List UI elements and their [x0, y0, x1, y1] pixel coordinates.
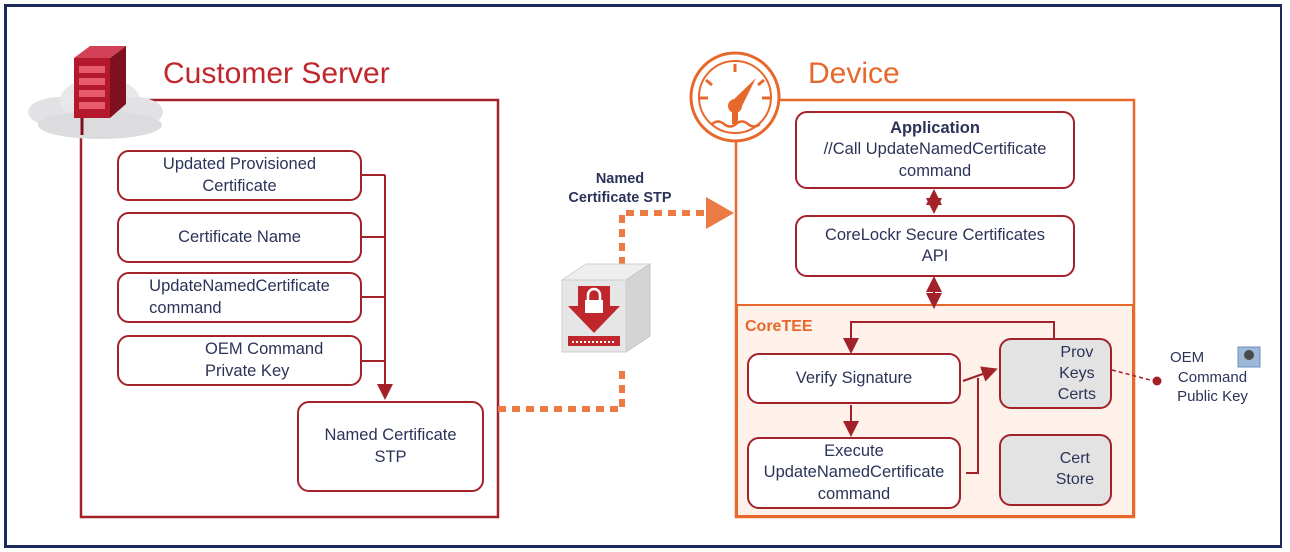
api-box: CoreLockr Secure Certificates API	[795, 215, 1075, 277]
label-line: Command	[1177, 368, 1248, 386]
cert-store-box: Cert Store	[999, 434, 1112, 506]
box-line: UpdateNamedCertificate	[763, 463, 945, 482]
lock-cube-icon	[560, 263, 652, 353]
application-box: Application //Call UpdateNamedCertificat…	[795, 111, 1075, 189]
transfer-label-line: Certificate STP	[568, 189, 672, 206]
box-line: Certificate Name	[178, 227, 301, 246]
transfer-arrowhead	[706, 197, 734, 229]
verify-signature-box: Verify Signature	[747, 353, 961, 404]
execute-command-box: Execute UpdateNamedCertificate command	[747, 437, 961, 509]
box-line: command	[817, 484, 891, 503]
label-line: OEM	[1170, 349, 1205, 366]
certificate-name-box: Certificate Name	[117, 212, 362, 263]
box-line: Certs	[1057, 385, 1096, 403]
box-line: command	[898, 161, 972, 180]
oem-private-key-box: OEM Command Private Key	[117, 335, 362, 386]
box-line: API	[921, 247, 949, 265]
update-command-box: UpdateNamedCertificate command	[117, 272, 362, 323]
box-line: STP	[374, 447, 407, 466]
box-line: Keys	[1059, 364, 1095, 382]
oem-public-key-label: OEM Command Public Key	[1160, 348, 1265, 407]
box-line: OEM Command	[205, 340, 324, 359]
gauge-icon	[689, 51, 781, 143]
box-line: Store	[1055, 470, 1094, 488]
box-line: CoreLockr Secure Certificates	[824, 225, 1046, 244]
updated-provisioned-certificate-box: Updated Provisioned Certificate	[117, 150, 362, 201]
public-key-card-icon	[1237, 346, 1261, 368]
customer-server-title: Customer Server	[163, 57, 390, 90]
coretee-label: CoreTEE	[745, 318, 813, 335]
box-line: Updated Provisioned	[162, 155, 317, 174]
customer-server-container	[79, 98, 500, 519]
box-line: Execute	[824, 441, 884, 460]
outer-frame	[4, 4, 1282, 548]
box-line: Private Key	[205, 361, 290, 380]
transfer-label-line: Named	[595, 171, 645, 187]
box-line: UpdateNamedCertificate	[149, 277, 330, 296]
label-line: Public Key	[1177, 388, 1248, 405]
box-line: Verify Signature	[795, 368, 913, 387]
transfer-label: Named Certificate STP	[560, 170, 680, 208]
application-heading: Application	[890, 118, 980, 137]
box-line: Prov	[1060, 344, 1094, 361]
box-line: command	[149, 298, 222, 317]
device-title: Device	[808, 57, 900, 90]
server-cloud-icon	[28, 46, 163, 139]
box-line: //Call UpdateNamedCertificate	[823, 140, 1047, 159]
box-line: Cert	[1059, 450, 1090, 467]
named-certificate-stp-box: Named Certificate STP	[297, 401, 484, 492]
box-line: Certificate	[202, 176, 277, 195]
box-line: Named Certificate	[324, 426, 457, 445]
prov-keys-certs-box: Prov Keys Certs	[999, 338, 1112, 409]
